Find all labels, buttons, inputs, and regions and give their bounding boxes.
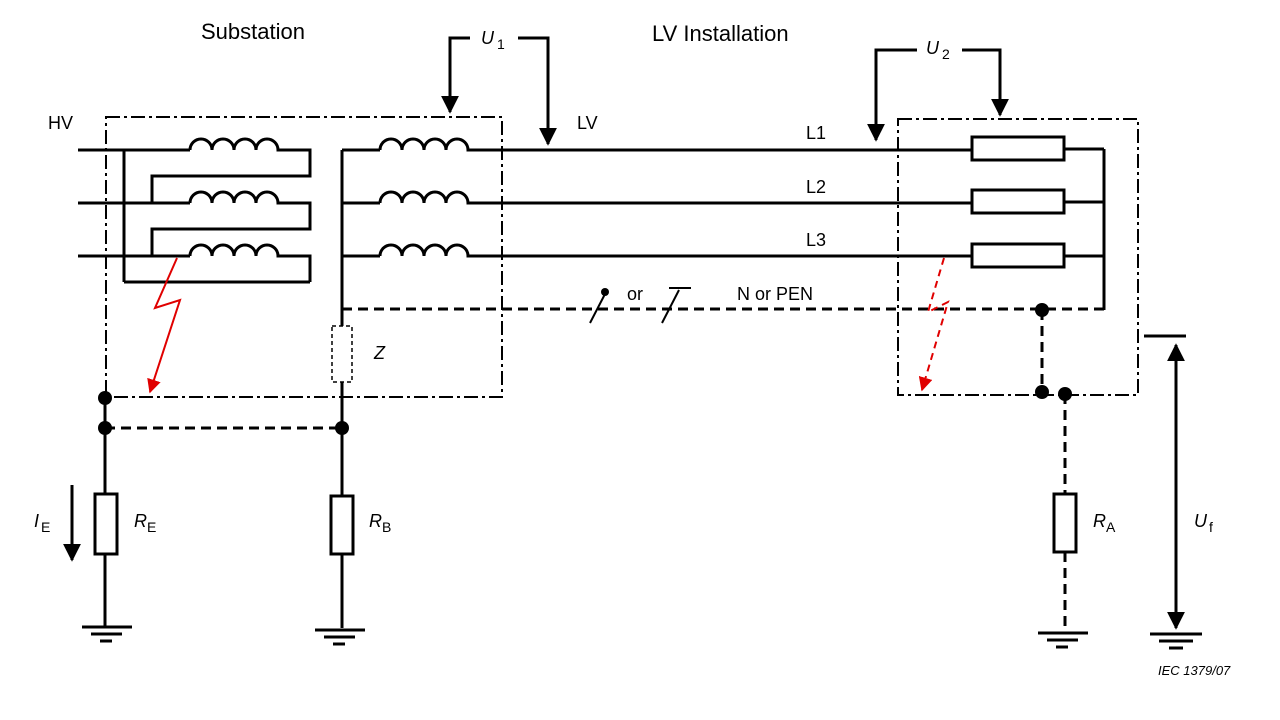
re-subscript: E	[147, 519, 156, 535]
ground-uf-icon	[1150, 632, 1202, 650]
fault-path-substation	[147, 257, 182, 394]
u1-arrow-right	[518, 36, 557, 146]
lv-winding	[340, 137, 474, 310]
l2-label: L2	[806, 177, 826, 197]
l1-label: L1	[806, 123, 826, 143]
uf-subscript: f	[1209, 519, 1213, 535]
z-label: Z	[373, 343, 386, 363]
resistor-re	[93, 492, 119, 556]
ground-ra-icon	[1038, 631, 1088, 649]
ie-subscript: E	[41, 519, 50, 535]
impedance-z	[331, 325, 353, 383]
ie-label: I	[34, 511, 39, 531]
or-label: or	[627, 284, 643, 304]
loads	[970, 135, 1106, 310]
resistor-ra	[1052, 492, 1078, 554]
lv-installation-title: LV Installation	[652, 21, 789, 46]
u2-subscript: 2	[942, 46, 950, 62]
ra-label: R	[1093, 511, 1106, 531]
hv-winding	[78, 137, 312, 284]
rb-label: R	[369, 511, 382, 531]
fault-path-installation	[918, 257, 950, 392]
switch-symbols	[589, 287, 691, 324]
uf-label: U	[1194, 511, 1208, 531]
u2-label: U	[926, 38, 940, 58]
pen-label: N or PEN	[737, 284, 813, 304]
re-label: R	[134, 511, 147, 531]
rb-subscript: B	[382, 519, 391, 535]
substation-title: Substation	[201, 19, 305, 44]
node-pe	[1035, 385, 1049, 399]
hv-label: HV	[48, 113, 73, 133]
u2-arrow-right	[962, 48, 1009, 117]
l3-label: L3	[806, 230, 826, 250]
lv-label: LV	[577, 113, 598, 133]
ra-subscript: A	[1106, 519, 1116, 535]
u1-subscript: 1	[497, 36, 505, 52]
source-note: IEC 1379/07	[1158, 663, 1231, 678]
u1-arrow-left	[441, 36, 470, 114]
ground-re-icon	[82, 625, 132, 643]
u2-arrow-left	[867, 48, 917, 142]
ground-rb-icon	[315, 628, 365, 646]
resistor-rb	[329, 494, 355, 556]
u1-label: U	[481, 28, 495, 48]
